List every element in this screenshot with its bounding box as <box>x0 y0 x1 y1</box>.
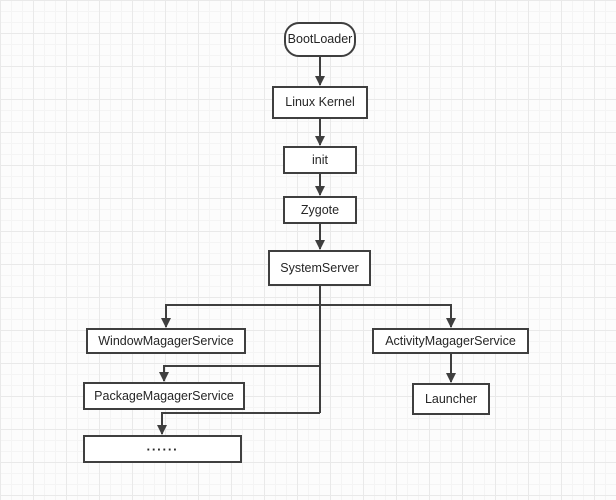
node-packagemagagerservice: PackageMagagerService <box>83 382 245 410</box>
edge-systemserver-to-ellipsis <box>157 412 320 435</box>
edge-systemserver-to-windowmagagerservice <box>161 304 320 328</box>
node-init: init <box>283 146 357 174</box>
edge-systemserver-to-packagemagagerservice <box>159 365 320 382</box>
node-bootloader: BootLoader <box>284 22 356 57</box>
edge-systemserver-to-activitymagagerservice <box>320 304 456 328</box>
node-launcher: Launcher <box>412 383 490 415</box>
node-windowmagagerservice: WindowMagagerService <box>86 328 246 354</box>
node-linux-kernel: Linux Kernel <box>272 86 368 119</box>
node-activitymagagerservice: ActivityMagagerService <box>372 328 529 354</box>
node-ellipsis: ······ <box>83 435 242 463</box>
node-systemserver: SystemServer <box>268 250 371 286</box>
node-zygote: Zygote <box>283 196 357 224</box>
